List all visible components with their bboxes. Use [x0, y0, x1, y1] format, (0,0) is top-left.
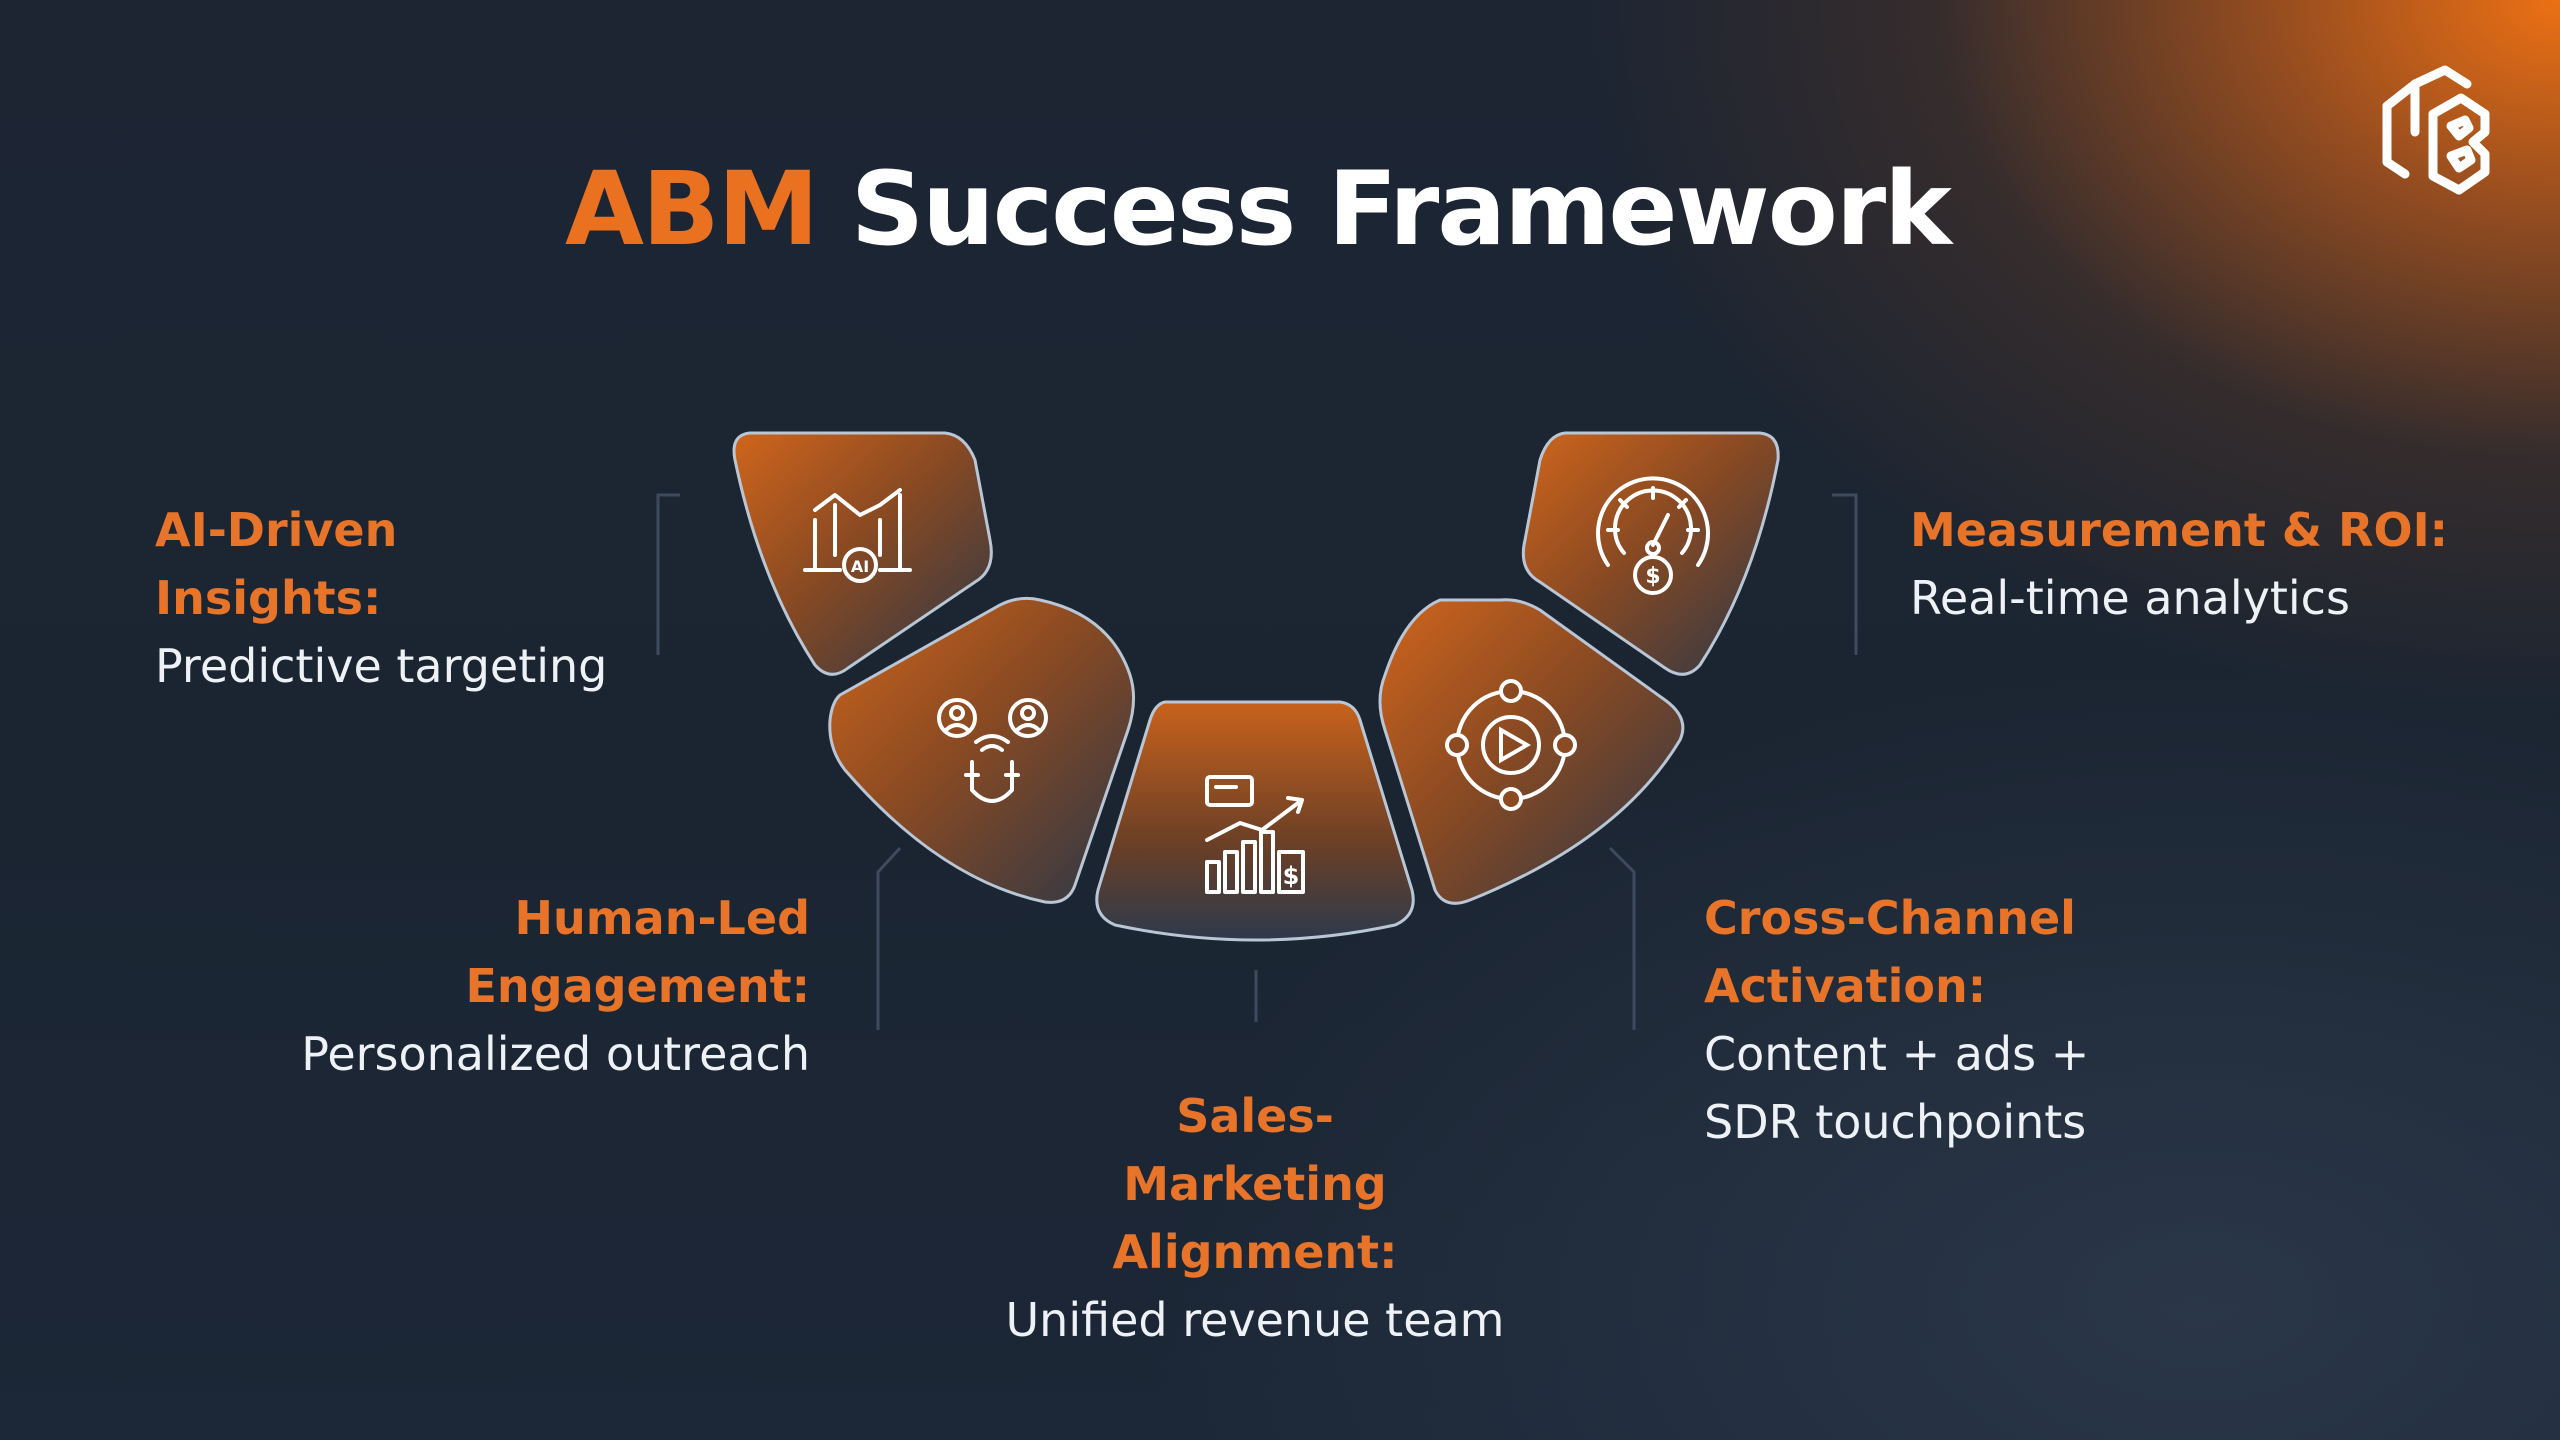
desc-ai-insights: Predictive targeting: [155, 639, 608, 693]
brand-logo-icon: [2382, 65, 2490, 195]
label-ai-insights: AI-Driven Insights: Predictive targeting: [155, 496, 625, 700]
desc-measurement-roi: Real-time analytics: [1910, 571, 2350, 625]
title-rest: Success Framework: [850, 150, 1952, 269]
desc-human-engagement: Personalized outreach: [301, 1027, 810, 1081]
segment-human-engagement: [828, 596, 1135, 904]
segment-ai-insights: AI: [732, 431, 993, 676]
page-title: ABM Success Framework: [0, 150, 2515, 270]
svg-text:AI: AI: [851, 557, 869, 576]
gauge-dollar-icon: [1596, 476, 1710, 595]
play-network-icon: [1445, 679, 1577, 811]
ai-analytics-icon: [803, 488, 912, 583]
heading-ai-insights: AI-Driven Insights:: [155, 503, 398, 625]
label-sales-alignment: Sales-Marketing Alignment: Unified reven…: [880, 1082, 1630, 1354]
label-human-engagement: Human-Led Engagement: Personalized outre…: [150, 884, 810, 1088]
svg-text:$: $: [1283, 862, 1300, 890]
label-cross-channel: Cross-Channel Activation: Content + ads …: [1704, 884, 2324, 1156]
label-measurement-roi: Measurement & ROI: Real-time analytics: [1910, 496, 2530, 632]
segment-cross-channel: [1378, 598, 1685, 905]
people-magnet-icon: [937, 698, 1048, 803]
growth-chart-dollar-icon: [1205, 775, 1305, 894]
segment-sales-alignment: $: [1095, 700, 1415, 942]
desc-sales-alignment: Unified revenue team: [1005, 1293, 1505, 1347]
connector-lines: [656, 493, 1858, 1030]
desc-cross-channel: Content + ads + SDR touchpoints: [1704, 1027, 2090, 1149]
heading-human-engagement: Human-Led Engagement:: [465, 891, 810, 1013]
heading-measurement-roi: Measurement & ROI:: [1910, 503, 2449, 557]
heading-sales-alignment: Sales-Marketing Alignment:: [1112, 1089, 1398, 1279]
segment-measurement-roi: $: [1521, 431, 1780, 676]
svg-text:$: $: [1645, 564, 1660, 589]
heading-cross-channel: Cross-Channel Activation:: [1704, 891, 2076, 1013]
title-accent: ABM: [564, 150, 819, 269]
